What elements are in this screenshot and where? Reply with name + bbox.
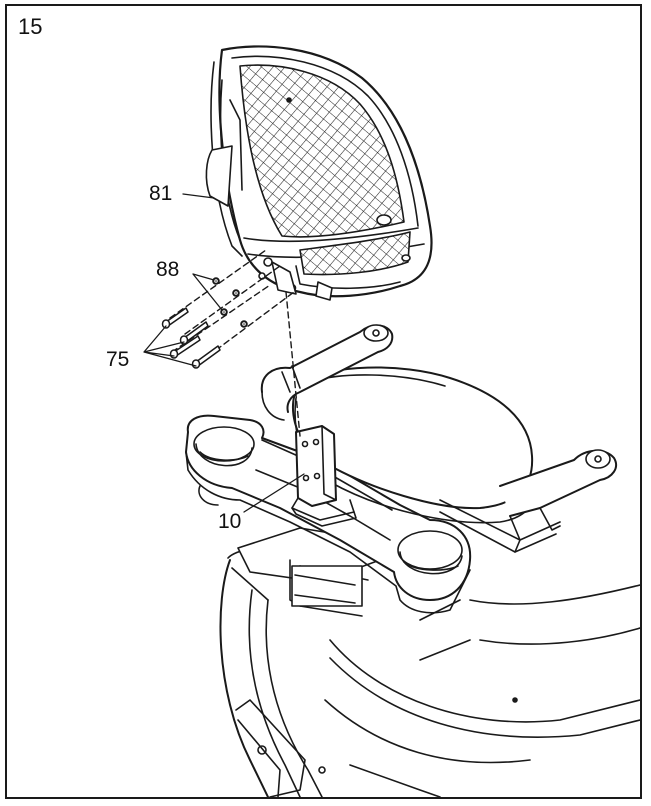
callout-leaders (143, 193, 305, 513)
seat-frame-bracket (291, 425, 357, 527)
seat-tray (185, 414, 472, 614)
callout-label-seat-frame: 10 (218, 510, 242, 533)
callout-label-washers: 88 (156, 258, 180, 281)
callout-label-bolts: 75 (106, 348, 130, 371)
seat-back (205, 45, 433, 301)
seat-handles (260, 324, 618, 541)
callout-label-seat-back: 81 (149, 182, 173, 205)
step-number: 15 (18, 14, 43, 39)
